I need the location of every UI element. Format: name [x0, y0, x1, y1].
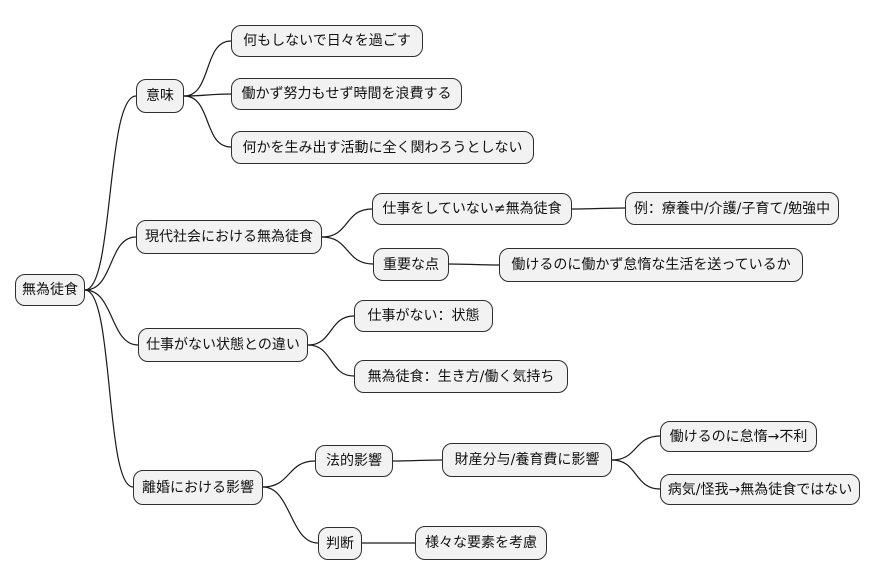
edge-modern-important [321, 236, 374, 265]
edge-modern-neq [321, 208, 373, 238]
node-meaning-spend-days: 何もしないで日々を過ごす [231, 25, 423, 57]
node-difference-from-jobless: 仕事がない状態との違い [138, 328, 308, 362]
edge-divorce-judgment [262, 486, 319, 544]
node-meaning-waste-time: 働かず努力もせず時間を浪費する [231, 78, 462, 110]
node-meaning-no-productive-activity: 何かを生み出す活動に全く関わろうとしない [231, 131, 534, 164]
edge-divorce-legal [262, 460, 316, 488]
edge-legal-property [392, 459, 443, 462]
node-lazy-disadvantage: 働けるのに怠惰→不利 [660, 421, 817, 452]
edge-neq-example [571, 207, 626, 210]
edge-root-difference [84, 289, 139, 346]
node-meaning: 意味 [136, 79, 184, 113]
edge-meaning-child1 [183, 40, 232, 97]
node-legal-impact: 法的影響 [315, 445, 393, 477]
node-important-point: 重要な点 [373, 248, 449, 281]
edge-meaning-child2 [183, 93, 232, 97]
node-not-working-neq-idle: 仕事をしていない≠無為徒食 [372, 193, 572, 225]
node-example-cases: 例：療養中/介護/子育て/勉強中 [625, 192, 839, 225]
node-sickness-not-idle: 病気/怪我→無為徒食ではない [660, 474, 860, 505]
edge-root-meaning [84, 95, 137, 291]
edge-root-divorce [84, 289, 134, 488]
edge-property-lazy-disadvantage [611, 435, 661, 461]
edge-meaning-child3 [183, 95, 232, 148]
edge-important-lazycheck [448, 263, 500, 266]
edge-property-sickness [611, 459, 661, 490]
node-judgment: 判断 [318, 527, 362, 560]
node-idle-way-of-life: 無為徒食：生き方/働く気持ち [354, 360, 568, 393]
node-property-childcare-impact: 財産分与/養育費に影響 [442, 443, 612, 477]
node-divorce-impact: 離婚における影響 [133, 470, 263, 505]
edge-difference-wayoflife [307, 344, 355, 377]
node-various-factors: 様々な要素を考慮 [415, 526, 547, 560]
node-modern-society: 現代社会における無為徒食 [136, 220, 322, 254]
edge-root-modern-society [84, 236, 137, 291]
node-lazy-lifestyle-check: 働けるのに働かず怠惰な生活を送っているか [499, 248, 803, 282]
node-jobless-is-state: 仕事がない：状態 [354, 300, 493, 332]
edge-difference-jobless [307, 315, 355, 346]
node-root: 無為徒食 [15, 274, 85, 306]
